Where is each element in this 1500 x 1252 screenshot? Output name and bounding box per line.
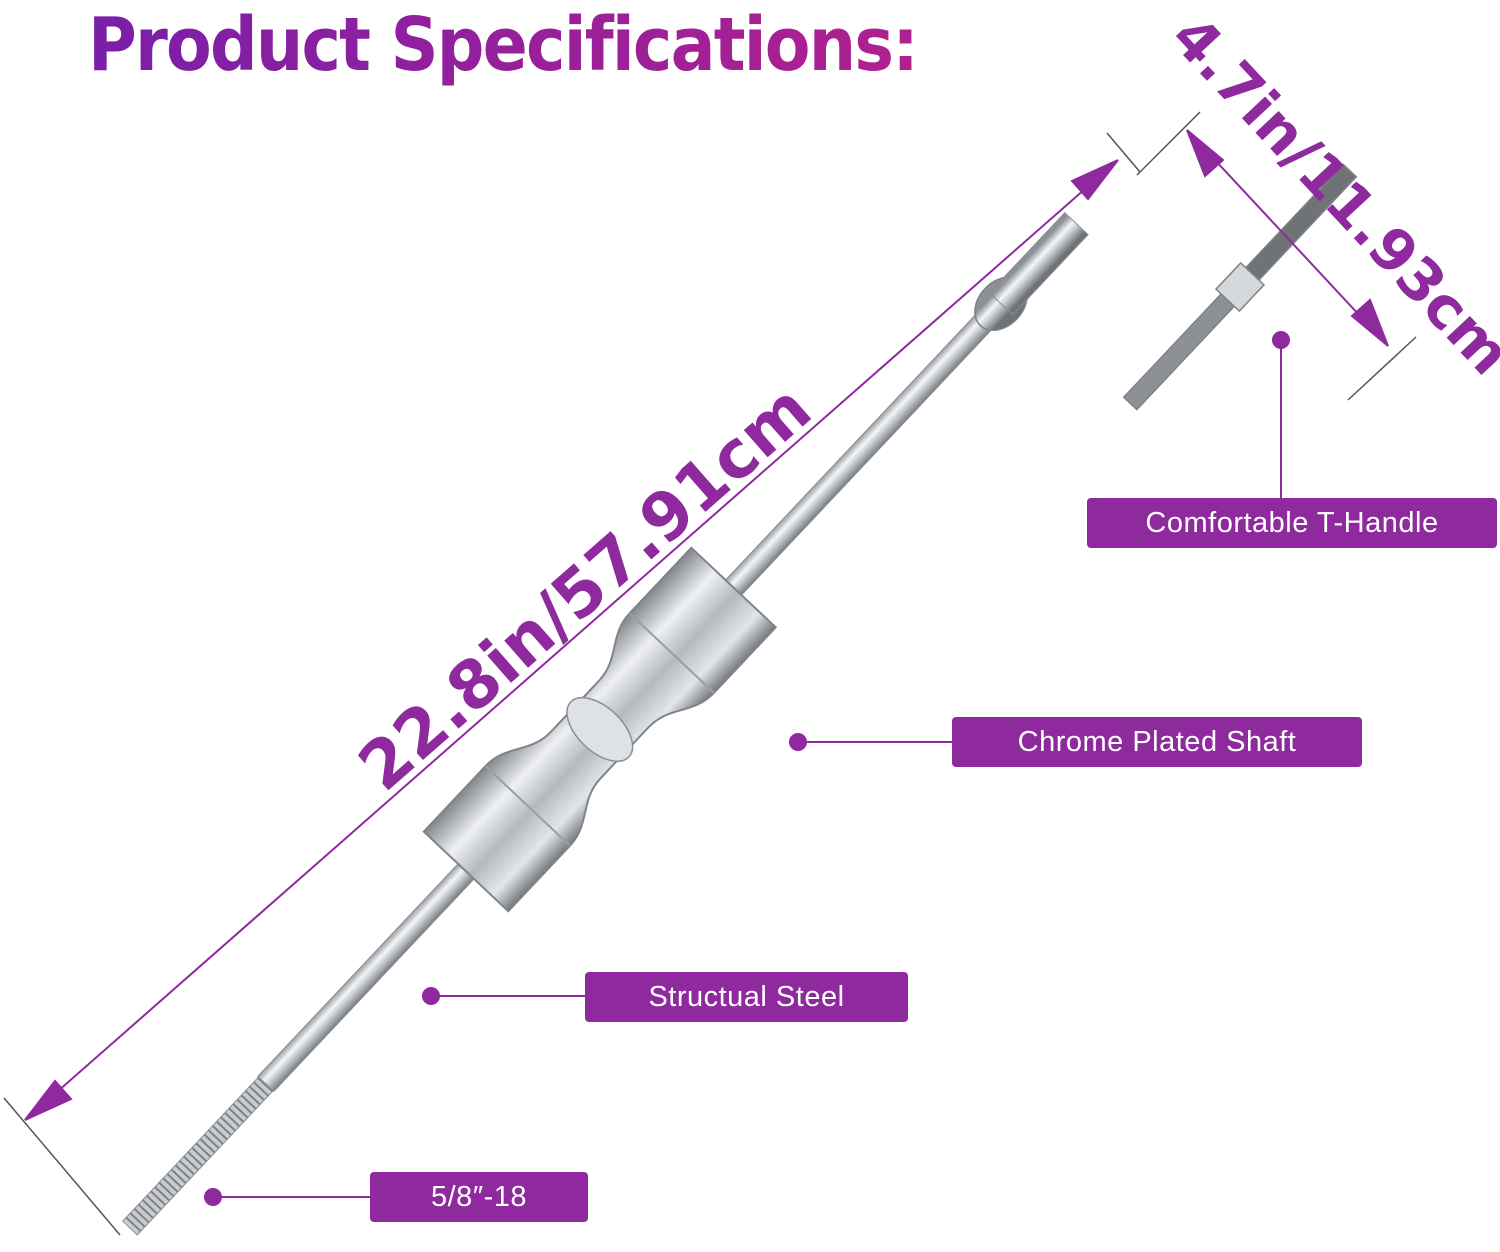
t-handle-bar bbox=[1122, 163, 1358, 411]
weight-ridge bbox=[566, 696, 634, 762]
handle-width-dimension-line bbox=[1136, 111, 1417, 401]
page-title: Product Specifications: bbox=[88, 2, 919, 88]
callout-chrome-shaft: Chrome Plated Shaft bbox=[952, 717, 1362, 767]
slide-hammer bbox=[122, 211, 1089, 1236]
callout-structural-steel: Structual Steel bbox=[585, 972, 908, 1022]
threaded-tip bbox=[122, 1074, 276, 1236]
callout-t-handle: Comfortable T-Handle bbox=[1087, 498, 1497, 548]
length-dimension-line bbox=[3, 132, 1141, 1236]
callout-thread-size: 5/8″-18 bbox=[370, 1172, 588, 1222]
callout-leaders bbox=[204, 331, 1290, 1206]
